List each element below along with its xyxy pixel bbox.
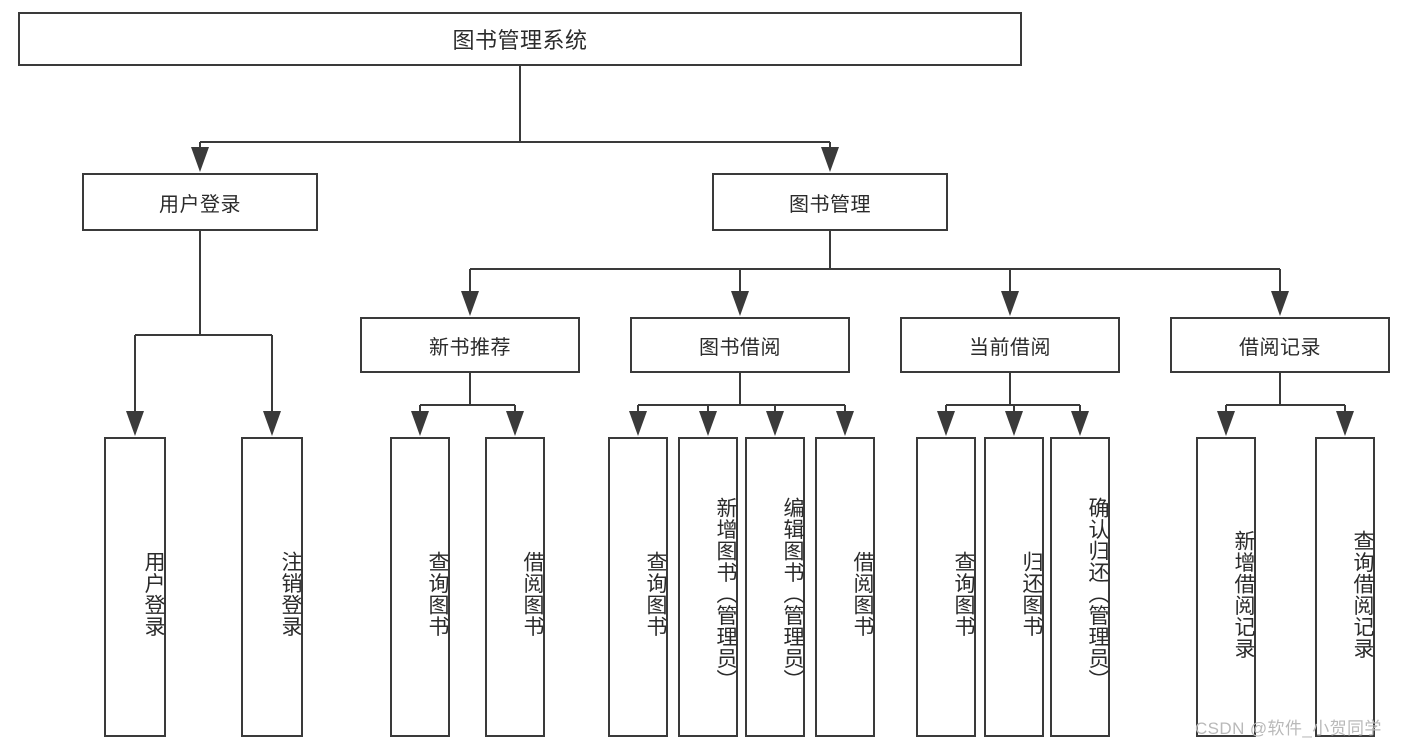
arrowhead-icon: [766, 411, 784, 436]
node-borrow[interactable]: 图书借阅: [630, 317, 850, 373]
arrowhead-icon: [1336, 411, 1354, 436]
node-leaf-borrow-edit[interactable]: 编辑图书（管理员）: [745, 437, 805, 737]
arrowhead-icon: [821, 147, 839, 172]
arrowhead-icon: [461, 291, 479, 316]
arrowhead-icon: [1005, 411, 1023, 436]
node-label: 图书管理系统: [452, 28, 588, 53]
node-bookmgmt[interactable]: 图书管理: [712, 173, 948, 231]
node-current[interactable]: 当前借阅: [900, 317, 1120, 373]
node-label: 借阅图书: [521, 551, 544, 637]
node-leaf-rec-query[interactable]: 查询借阅记录: [1315, 437, 1375, 737]
node-login[interactable]: 用户登录: [82, 173, 318, 231]
arrowhead-icon: [699, 411, 717, 436]
connector-bookmgmt-to-level2: [461, 231, 1289, 316]
node-label: 归还图书: [1020, 551, 1043, 637]
node-label: 注销登录: [279, 551, 302, 637]
arrowhead-icon: [836, 411, 854, 436]
arrowhead-icon: [937, 411, 955, 436]
node-label: 新书推荐: [429, 336, 511, 359]
connector-borrow-to-leaves: [629, 373, 854, 436]
node-leaf-cur-query[interactable]: 查询图书: [916, 437, 976, 737]
arrowhead-icon: [1071, 411, 1089, 436]
node-leaf-cur-confirm[interactable]: 确认归还（管理员）: [1050, 437, 1110, 737]
node-leaf-borrow-do[interactable]: 借阅图书: [815, 437, 875, 737]
node-label: 用户登录: [142, 551, 165, 637]
node-leaf-borrow-query[interactable]: 查询图书: [608, 437, 668, 737]
arrowhead-icon: [629, 411, 647, 436]
arrowhead-icon: [731, 291, 749, 316]
arrowhead-icon: [1271, 291, 1289, 316]
node-leaf-user-logout[interactable]: 注销登录: [241, 437, 303, 737]
connector-current-to-leaves: [937, 373, 1089, 436]
connector-login-to-leaves: [126, 231, 281, 436]
node-leaf-new-borrow[interactable]: 借阅图书: [485, 437, 545, 737]
node-leaf-cur-return[interactable]: 归还图书: [984, 437, 1044, 737]
arrowhead-icon: [1001, 291, 1019, 316]
node-label: 确认归还（管理员）: [1086, 497, 1109, 691]
node-label: 编辑图书（管理员）: [781, 497, 804, 691]
node-records[interactable]: 借阅记录: [1170, 317, 1390, 373]
node-leaf-rec-add[interactable]: 新增借阅记录: [1196, 437, 1256, 737]
node-label: 新增借阅记录: [1232, 529, 1255, 659]
node-label: 借阅图书: [851, 551, 874, 637]
node-root[interactable]: 图书管理系统: [18, 12, 1022, 66]
node-leaf-new-query[interactable]: 查询图书: [390, 437, 450, 737]
connector-root-to-level1: [191, 66, 839, 172]
node-label: 图书管理: [789, 193, 871, 216]
node-leaf-borrow-add[interactable]: 新增图书（管理员）: [678, 437, 738, 737]
arrowhead-icon: [411, 411, 429, 436]
arrowhead-icon: [191, 147, 209, 172]
node-label: 借阅记录: [1239, 336, 1321, 359]
node-label: 新增图书（管理员）: [714, 497, 737, 691]
node-newbook[interactable]: 新书推荐: [360, 317, 580, 373]
node-label: 用户登录: [159, 193, 241, 216]
node-leaf-user-login[interactable]: 用户登录: [104, 437, 166, 737]
connector-newbook-to-leaves: [411, 373, 524, 436]
arrowhead-icon: [263, 411, 281, 436]
arrowhead-icon: [506, 411, 524, 436]
node-label: 查询图书: [644, 551, 667, 637]
arrowhead-icon: [126, 411, 144, 436]
arrowhead-icon: [1217, 411, 1235, 436]
node-label: 查询图书: [952, 551, 975, 637]
connector-records-to-leaves: [1217, 373, 1354, 436]
node-label: 图书借阅: [699, 336, 781, 359]
node-label: 查询借阅记录: [1351, 529, 1374, 659]
node-label: 当前借阅: [969, 336, 1051, 359]
node-label: 查询图书: [426, 551, 449, 637]
